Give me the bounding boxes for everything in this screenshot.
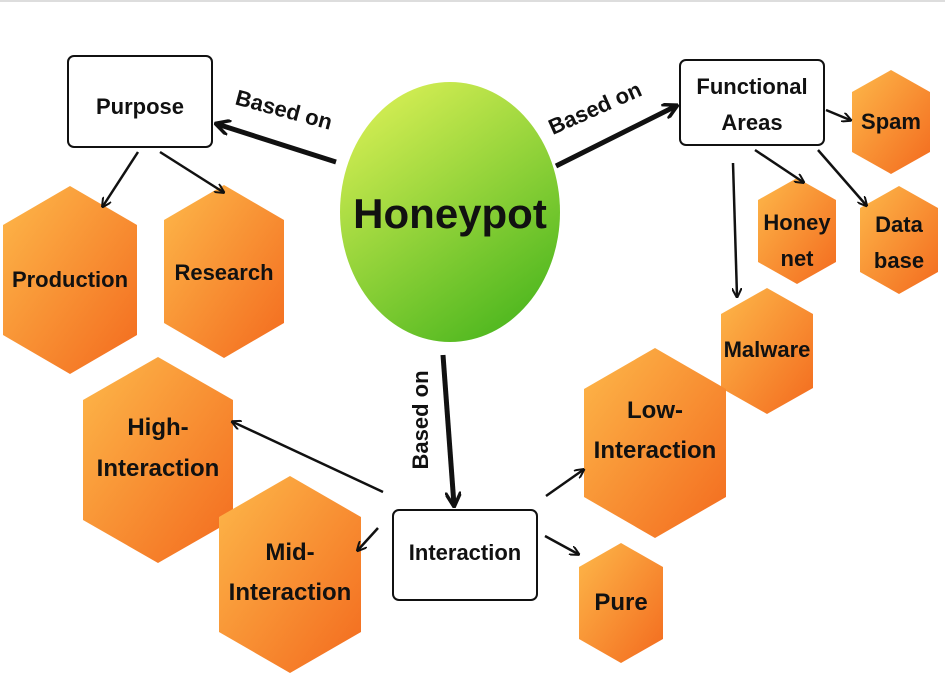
honeynet-label-line1: Honey [763, 210, 831, 235]
functional-areas-label-line2: Areas [721, 110, 782, 135]
hex-mid-interaction [219, 476, 361, 673]
arrow-functional-spam [825, 108, 850, 120]
production-label: Production [12, 267, 128, 292]
arrow-interaction-mid [358, 527, 379, 550]
malware-label: Malware [724, 337, 811, 362]
arrow-purpose-research [159, 150, 223, 192]
arrow-interaction-high [233, 422, 384, 494]
arrow-functional-honeynet [754, 148, 803, 182]
hex-database [860, 186, 938, 294]
interaction-box [392, 509, 538, 601]
arrow-to-functional-areas [554, 106, 676, 169]
arrow-purpose-production [103, 151, 140, 206]
edge-label-purpose: Based on [233, 85, 335, 135]
hex-spam [852, 70, 930, 174]
high-interaction-label-line2: Interaction [97, 455, 220, 482]
functional-areas-label-line1: Functional [696, 74, 807, 99]
hex-high-interaction [83, 357, 233, 563]
arrow-functional-database [817, 149, 866, 205]
purpose-box [67, 55, 213, 148]
arrow-interaction-pure [544, 534, 578, 554]
hex-honeynet [758, 178, 836, 284]
edge-label-interaction: Based on [408, 370, 433, 469]
spam-label: Spam [861, 109, 921, 134]
low-interaction-label-line2: Interaction [594, 437, 717, 464]
hex-pure [579, 543, 663, 663]
database-label-line2: base [874, 248, 924, 273]
functional-areas-box [679, 59, 825, 146]
hex-malware [721, 288, 813, 414]
arrow-interaction-low [545, 470, 583, 498]
honeynet-label-line2: net [781, 246, 815, 271]
mid-interaction-label-line2: Interaction [229, 579, 352, 606]
database-label-line1: Data [875, 212, 923, 237]
hex-research [164, 185, 284, 358]
hex-production [3, 186, 137, 374]
research-label: Research [174, 260, 273, 285]
purpose-label: Purpose [96, 94, 184, 119]
interaction-label: Interaction [409, 540, 521, 565]
low-interaction-label-line1: Low- [627, 397, 683, 424]
high-interaction-label-line1: High- [127, 414, 188, 441]
pure-label: Pure [594, 589, 647, 616]
honeypot-label: Honeypot [353, 190, 547, 237]
arrow-functional-malware [731, 162, 737, 296]
arrow-to-purpose [217, 124, 337, 165]
arrow-to-interaction [440, 354, 454, 505]
mid-interaction-label-line1: Mid- [265, 539, 314, 566]
honeypot-ellipse [340, 82, 560, 342]
hex-low-interaction [584, 348, 726, 538]
